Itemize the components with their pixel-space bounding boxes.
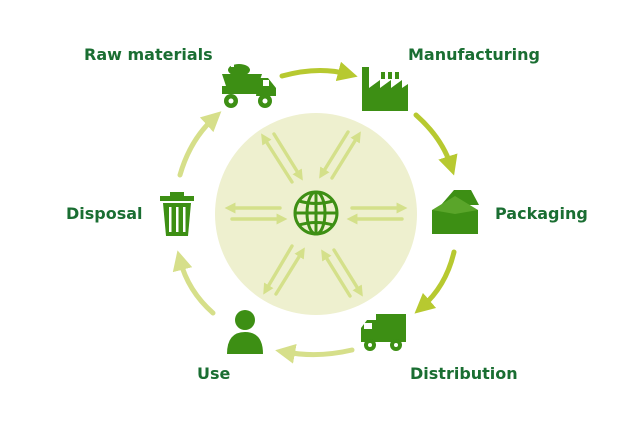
box-icon bbox=[432, 190, 479, 234]
arrow-use-to-disposal bbox=[172, 250, 216, 316]
arrow-disposal-to-raw bbox=[177, 111, 222, 178]
arrow-raw-to-manufacturing bbox=[279, 61, 358, 82]
stage-label-disposal: Disposal bbox=[66, 204, 143, 223]
delivery-truck-icon bbox=[361, 314, 406, 351]
person-icon bbox=[227, 310, 263, 354]
arrow-distribution-to-use bbox=[275, 343, 355, 364]
mining-truck-icon bbox=[222, 64, 276, 108]
stage-label-manufacturing: Manufacturing bbox=[408, 45, 540, 64]
globe-icon bbox=[293, 190, 339, 236]
arrow-packaging-to-distribution bbox=[414, 249, 457, 314]
cycle-arrows bbox=[172, 61, 458, 364]
stage-label-raw-materials: Raw materials bbox=[84, 45, 213, 64]
inner-arrows bbox=[224, 130, 408, 298]
stage-label-use: Use bbox=[197, 364, 231, 383]
arrow-manufacturing-to-packaging bbox=[413, 112, 458, 176]
stage-label-packaging: Packaging bbox=[495, 204, 588, 223]
factory-icon bbox=[362, 67, 408, 111]
stage-label-distribution: Distribution bbox=[410, 364, 518, 383]
trash-bin-icon bbox=[160, 192, 194, 236]
